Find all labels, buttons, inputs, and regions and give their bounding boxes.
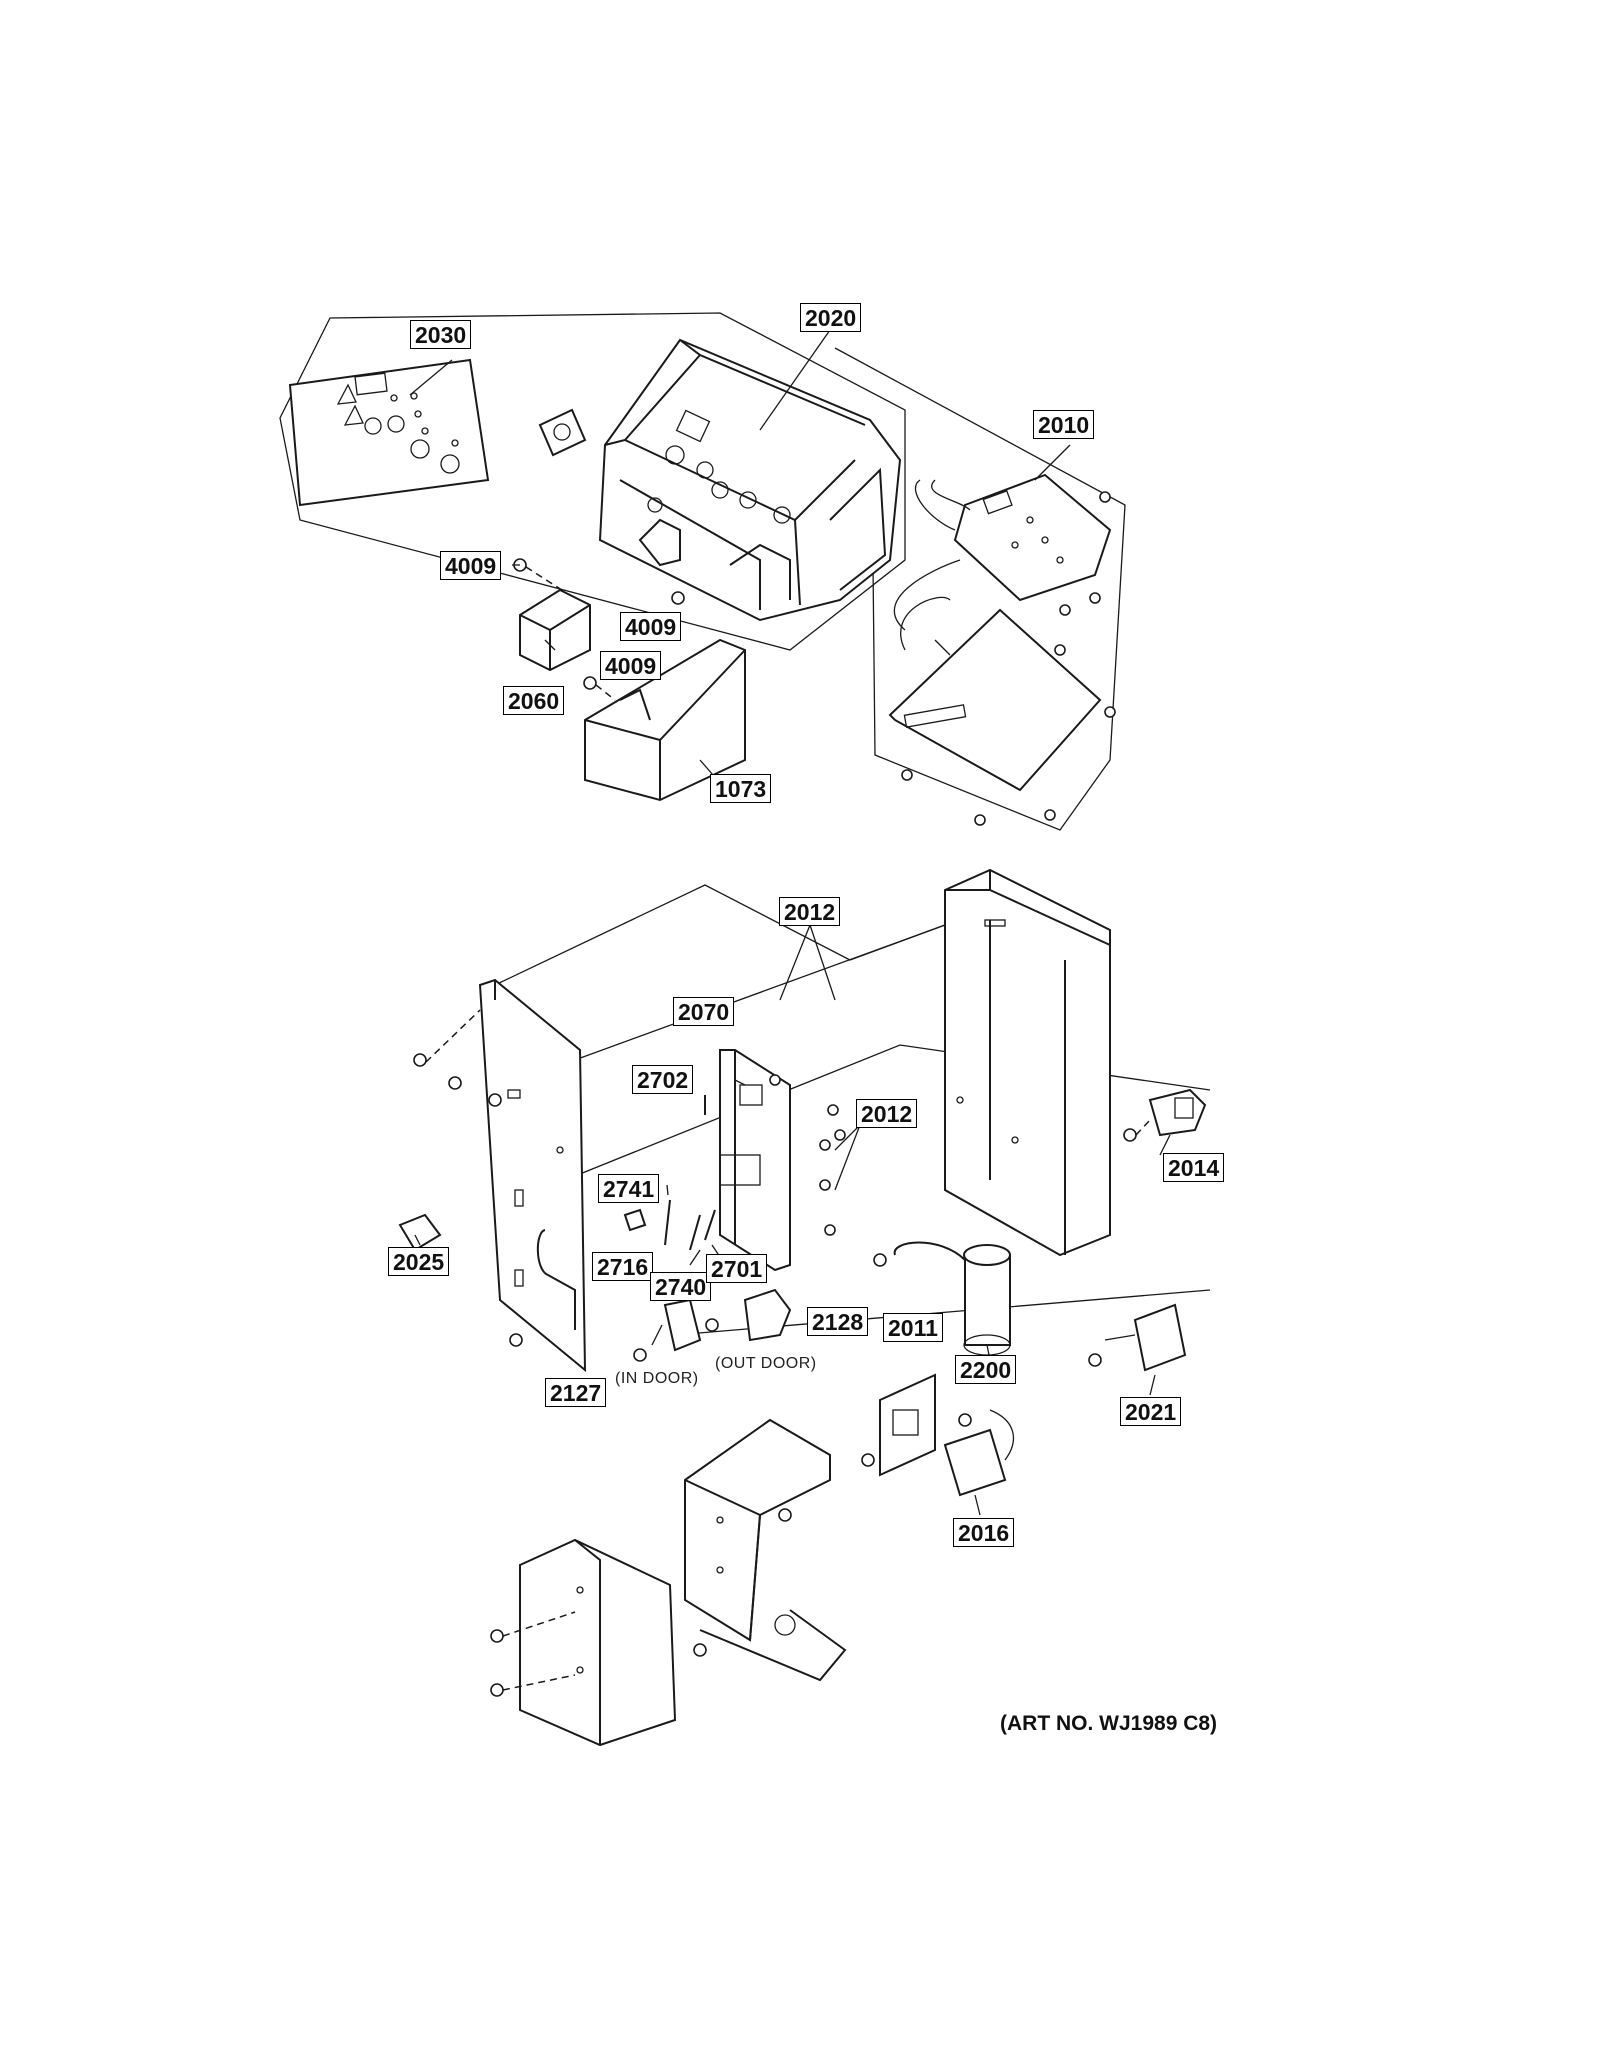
control-housing <box>598 338 902 622</box>
cabinet-screw <box>873 1253 887 1267</box>
clip-2012 <box>834 1129 846 1141</box>
board-screw <box>1044 809 1056 821</box>
clip-2012 <box>824 1224 836 1236</box>
thermistor-2701 <box>704 1209 716 1241</box>
cabinet-screw <box>1123 1128 1137 1142</box>
relay-2127 <box>663 1298 702 1352</box>
callout-2702: 2702 <box>632 1065 694 1094</box>
cabinet-screw <box>861 1453 875 1467</box>
callout-2701: 2701 <box>706 1254 768 1283</box>
callout-4009-lower: 4009 <box>600 651 662 680</box>
cabinet-screw <box>448 1076 462 1090</box>
control-box-assembly <box>398 868 1211 1497</box>
control-board <box>914 473 1112 602</box>
art-number: (ART NO. WJ1989 C8) <box>1000 1712 1218 1735</box>
panel-screw <box>490 1683 504 1697</box>
callout-2011: 2011 <box>883 1313 943 1342</box>
control-box-door <box>719 1049 791 1272</box>
board-screw <box>1054 644 1066 656</box>
sensor-2716 <box>623 1208 647 1232</box>
callout-2128: 2128 <box>807 1307 869 1336</box>
callout-1073: 1073 <box>710 774 772 803</box>
panel-screw <box>490 1629 504 1643</box>
thermistor-2741 <box>664 1199 671 1246</box>
callout-2020: 2020 <box>800 303 862 332</box>
cabinet-screw <box>413 1053 427 1067</box>
main-cabinet <box>944 868 1111 1257</box>
panel-screw <box>778 1508 792 1522</box>
callout-2012-top: 2012 <box>779 897 841 926</box>
callout-2060: 2060 <box>503 686 565 715</box>
power-board <box>888 559 1102 792</box>
callout-2070: 2070 <box>673 997 735 1026</box>
bracket-2011 <box>879 1373 936 1477</box>
callout-2012-mid: 2012 <box>856 1099 918 1128</box>
callout-2740: 2740 <box>650 1272 712 1301</box>
callout-4009-mid: 4009 <box>620 612 682 641</box>
capacitor-2200 <box>893 1241 1011 1356</box>
screw-4009-lower <box>583 676 597 690</box>
rear-bracket <box>684 1418 847 1682</box>
callout-4009-left: 4009 <box>440 551 502 580</box>
lower-panel-assembly <box>490 1418 847 1747</box>
callout-2741: 2741 <box>598 1174 660 1203</box>
contactor-2016 <box>943 1409 1014 1497</box>
terminal-strip-2014 <box>1148 1088 1207 1137</box>
cabinet-screw <box>633 1348 647 1362</box>
screw-4009-mid <box>671 591 685 605</box>
callout-2200: 2200 <box>955 1355 1017 1384</box>
board-screw <box>1059 604 1071 616</box>
clip-2012 <box>827 1104 839 1116</box>
thermistor-2740 <box>689 1214 701 1251</box>
small-cover <box>519 588 591 672</box>
clip-2012 <box>819 1179 831 1191</box>
callout-2127: 2127 <box>545 1378 607 1407</box>
note-out-door: (OUT DOOR) <box>715 1355 817 1372</box>
callout-2025: 2025 <box>388 1247 450 1276</box>
callout-2716: 2716 <box>592 1252 654 1281</box>
board-screw <box>974 814 986 826</box>
cabinet-screw <box>509 1333 523 1347</box>
cabinet-screw <box>1088 1353 1102 1367</box>
square-gasket <box>538 408 587 457</box>
cabinet-screw <box>488 1093 502 1107</box>
callout-2030: 2030 <box>410 320 472 349</box>
callout-2014: 2014 <box>1163 1153 1225 1182</box>
clip-2012 <box>819 1139 831 1151</box>
board-screw <box>1099 491 1111 503</box>
callout-2021: 2021 <box>1120 1397 1182 1426</box>
note-in-door: (IN DOOR) <box>615 1370 699 1387</box>
front-panel <box>519 1538 677 1747</box>
panel-screw <box>693 1643 707 1657</box>
connector-2025 <box>398 1213 442 1252</box>
relay-2128 <box>743 1288 792 1342</box>
board-screw <box>1089 592 1101 604</box>
board-screw <box>901 769 913 781</box>
cabinet-screw <box>958 1413 972 1427</box>
cabinet-screw <box>705 1318 719 1332</box>
transformer-2021 <box>1104 1303 1187 1372</box>
board-screw <box>1104 706 1116 718</box>
clip-2012 <box>769 1074 781 1086</box>
control-panel-assembly <box>279 312 1126 831</box>
callout-2016: 2016 <box>953 1518 1015 1547</box>
front-cover <box>584 638 746 802</box>
callout-2010: 2010 <box>1033 410 1095 439</box>
control-panel-decal <box>288 358 490 507</box>
left-side-panel <box>478 978 587 1373</box>
